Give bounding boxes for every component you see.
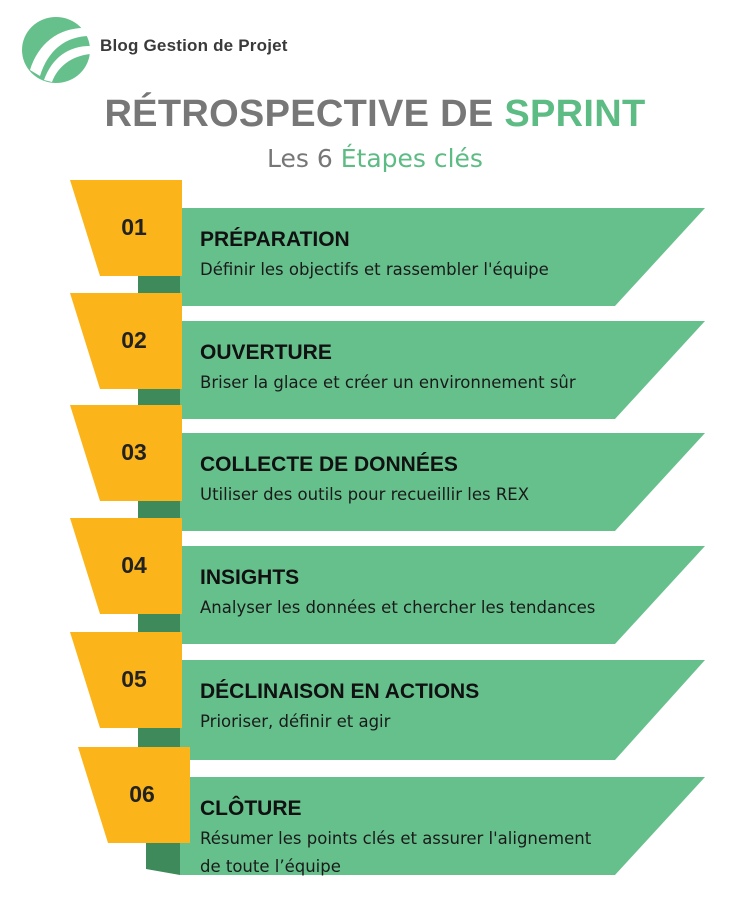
step-description: Prioriser, définir et agir xyxy=(200,708,390,736)
step-description-line: de toute l’équipe xyxy=(200,857,341,876)
step-description: Analyser les données et chercher les ten… xyxy=(200,594,595,622)
step-number: 02 xyxy=(121,327,147,353)
step-fold xyxy=(146,843,180,875)
step-description-line: Briser la glace et créer un environnemen… xyxy=(200,373,576,392)
step-title: CLÔTURE xyxy=(200,797,302,820)
step-ribbon xyxy=(180,546,705,644)
step-description: Utiliser des outils pour recueillir les … xyxy=(200,481,529,509)
step-tab xyxy=(70,180,182,276)
step-ribbon xyxy=(180,777,705,875)
brand-name: Blog Gestion de Projet xyxy=(100,36,288,55)
subtitle-main: Les 6 xyxy=(267,144,341,173)
step-tab xyxy=(70,293,182,389)
step-title: DÉCLINAISON EN ACTIONS xyxy=(200,680,480,703)
step-number: 01 xyxy=(121,214,147,240)
step-title: INSIGHTS xyxy=(200,566,300,589)
step-description-line: Prioriser, définir et agir xyxy=(200,712,391,731)
step-ribbon xyxy=(180,208,705,306)
logo-icon xyxy=(22,17,90,83)
page-subtitle: Les 6 Étapes clés xyxy=(0,144,750,173)
step-ribbon xyxy=(180,660,705,760)
step-ribbon xyxy=(180,321,705,419)
step-description-line: Utiliser des outils pour recueillir les … xyxy=(200,485,530,504)
title-main: RÉTROSPECTIVE DE xyxy=(104,93,505,135)
step-tab xyxy=(70,405,182,501)
step-number: 03 xyxy=(121,439,147,465)
step-number: 05 xyxy=(121,666,147,692)
step-title: OUVERTURE xyxy=(200,341,332,364)
step-tab xyxy=(70,518,182,614)
step-description-line: Définir les objectifs et rassembler l'éq… xyxy=(200,260,549,279)
step-description-line: Analyser les données et chercher les ten… xyxy=(200,598,596,617)
subtitle-accent: Étapes clés xyxy=(340,144,483,173)
step-number: 06 xyxy=(129,781,155,807)
step-description-line: Résumer les points clés et assurer l'ali… xyxy=(200,829,592,848)
title-accent: SPRINT xyxy=(504,93,646,135)
step-description: Résumer les points clés et assurer l'ali… xyxy=(200,825,591,881)
step-title: PRÉPARATION xyxy=(200,228,350,251)
step-tab xyxy=(78,747,190,843)
step-number: 04 xyxy=(121,552,147,578)
page-title: RÉTROSPECTIVE DE SPRINT xyxy=(0,93,750,136)
step-ribbon xyxy=(180,433,705,531)
step-description: Définir les objectifs et rassembler l'éq… xyxy=(200,256,549,284)
step-title: COLLECTE DE DONNÉES xyxy=(200,453,458,476)
step-tab xyxy=(70,632,182,728)
step-description: Briser la glace et créer un environnemen… xyxy=(200,369,576,397)
